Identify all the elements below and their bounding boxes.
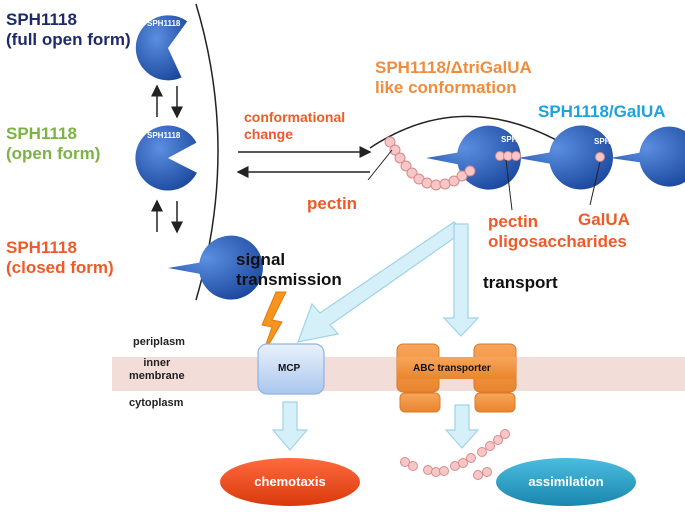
trigalua-line2: like conformation [375, 78, 517, 98]
galua-pointer [589, 161, 601, 206]
chemotaxis-arrow [271, 401, 309, 451]
protein-closed [168, 235, 263, 300]
oligo-chain-bound [495, 151, 521, 161]
signal-transmission-label: signal transmission [236, 250, 342, 291]
protein-full-open-text: SPH1118 [147, 19, 181, 28]
galua-complex-label: SPH1118/GalUA [538, 102, 666, 121]
inner-line2: membrane [129, 370, 185, 383]
trigalua-line1: SPH1118/ΔtriGalUA [375, 58, 532, 77]
oligo-pointer [505, 159, 513, 211]
assimilation-arrow [444, 404, 480, 449]
abc-transporter-label: ABC transporter [413, 363, 491, 374]
protein-open-text: SPH1118 [147, 131, 181, 140]
pectin-chain-bound [384, 136, 476, 191]
protein-oligo-bound-text: SPH1118 [501, 135, 535, 144]
protein-closed-text: SPH1118 [147, 250, 181, 259]
cytoplasm-label: cytoplasm [129, 397, 184, 409]
chemotaxis-label: chemotaxis [254, 474, 326, 489]
galua-label: GalUA [578, 210, 630, 229]
abc-transporter-bottom-right [474, 392, 516, 413]
inner-line1: inner [143, 357, 171, 369]
trigalua-label: SPH1118/ΔtriGalUA like conformation [375, 58, 532, 99]
state-full-open-label: SPH1118 (full open form) [6, 10, 131, 51]
inner-membrane-label: inner membrane [129, 357, 185, 383]
signal-line1: signal [236, 250, 286, 269]
transport-arrow [442, 223, 480, 337]
state-closed-label: SPH1118 (closed form) [6, 238, 114, 279]
chemotaxis-oval [220, 458, 360, 506]
state-closed-form: (closed form) [6, 258, 114, 278]
protein-oligo-bound [518, 125, 614, 190]
oligo-label: pectin oligosaccharides [488, 212, 627, 253]
oligo-line1: pectin [488, 212, 539, 231]
signal-line2: transmission [236, 270, 342, 290]
state-open-name: SPH1118 [6, 124, 77, 143]
abc-transporter-body [397, 357, 516, 379]
transport-label: transport [483, 273, 558, 292]
protein-pectin-bound-text: SPH1118 [406, 135, 440, 144]
complex-bracket [369, 115, 561, 149]
protein-full-open [135, 15, 188, 81]
protein-galua-bound [610, 126, 685, 187]
protein-pectin-bound [426, 125, 521, 190]
conformational-change-label: conformational change [244, 109, 345, 143]
abc-transporter-bottom-left [399, 392, 441, 413]
assimilation-label: assimilation [528, 474, 604, 489]
oligo-line2: oligosaccharides [488, 232, 627, 252]
mcp-receptor [257, 343, 325, 395]
protein-open [135, 125, 197, 191]
state-open-label: SPH1118 (open form) [6, 124, 100, 165]
protein-galua-bound-text: SPH1118 [594, 137, 628, 146]
galua-bead [595, 152, 605, 162]
mcp-label: MCP [278, 363, 301, 374]
conformational-change-line2: change [244, 125, 294, 142]
signal-arrow [297, 221, 465, 343]
pectin-pointer [367, 149, 393, 181]
cytoplasm-oligo-beads [400, 429, 510, 480]
state-open-form: (open form) [6, 144, 101, 164]
periplasm-label: periplasm [133, 336, 185, 348]
pectin-label: pectin [307, 194, 358, 213]
state-full-open-form: (full open form) [6, 30, 131, 50]
conformational-change-line1: conformational [244, 109, 346, 125]
state-full-open-name: SPH1118 [6, 10, 77, 29]
signal-lightning-icon [261, 291, 287, 357]
assimilation-oval [496, 458, 636, 506]
state-closed-name: SPH1118 [6, 238, 77, 257]
